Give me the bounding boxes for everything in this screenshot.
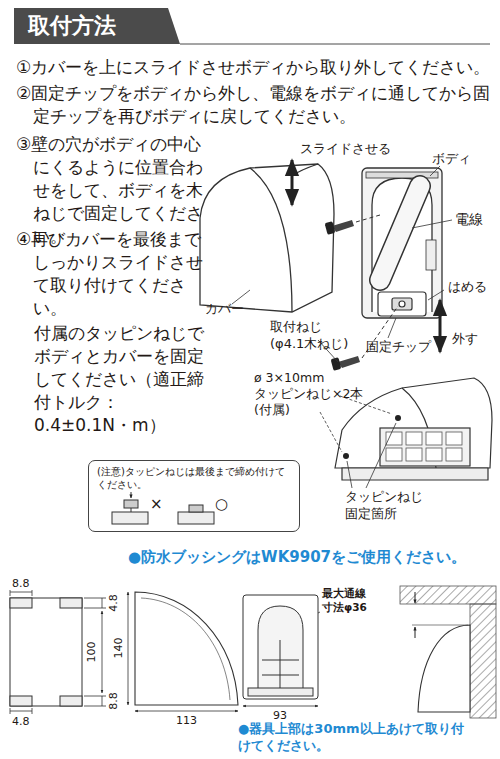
side-view-drawing [135,592,238,705]
grid-cell [426,432,442,445]
body-drawing [362,168,442,318]
mark-symbol: ○ [215,494,233,514]
grid-cell [446,448,462,461]
step-text: 付属のタッピンねじでボディとカバーを固定してください（適正締付トルク：0.4±0… [34,322,216,437]
dimension: 93 [273,709,297,723]
title: 取付方法 [28,11,116,41]
dimension: 8.8 [12,577,42,591]
remove-arrow [439,300,442,352]
part-label: ボディ [432,150,492,167]
cover-drawing [200,164,334,312]
part-label: ø 3×10mm タッピンねじ×2本 (付属) [254,370,376,418]
title-rule [180,44,490,45]
part-label: タッピンねじ 固定箇所 [345,488,435,522]
caution-box: (注意)タッピンねじは最後まで締め付けてください。 [88,460,300,532]
dimension-lines [10,590,320,714]
dimension: 8.8 [107,691,121,711]
grid-cell [406,448,422,461]
grid-cell [386,432,402,445]
note-text: ●防水ブッシングはWK9907をご使用ください。 [128,547,498,567]
note-text: ●器具上部は30mm以上あけて取り付けてください。 [238,720,466,754]
fixing-chip [378,292,426,316]
dimension: 4.8 [107,593,121,613]
part-label: スライドさせる [300,140,410,157]
dimension: 4.8 [12,715,42,729]
part-label: はめる [448,278,498,295]
grid-cell [386,448,402,461]
grid-cell [406,432,422,445]
step-text: ①カバーを上にスライドさせボディから取り外してください。 [16,56,500,79]
dimension: 140 [112,637,126,660]
part-label: 取付ねじ (φ4.1木ねじ) [270,318,370,352]
wire [380,186,420,280]
part-label: カバー [205,300,255,317]
front-view-drawing [243,595,318,699]
step-text: ④再びカバーを最後までしっかりスライドさせて取り付けてください。 [16,228,216,320]
dimension: 100 [85,641,99,664]
grid-cell [446,432,462,445]
tapping-screws [320,396,401,488]
slide-arrow [291,160,294,205]
caution-text: (注意)タッピンねじは最後まで締め付けてください。 [97,465,291,491]
wire-outline [380,186,420,280]
wall-mount-diagram [400,586,496,718]
grid-cell [426,448,442,461]
mark-symbol: × [150,494,168,514]
title-band [14,8,180,44]
dimension: 113 [176,714,206,728]
step-text: ②固定チップをボディから外し、電線をボディに通してから固定チップを再びボディに戻… [16,82,500,128]
dimension: 最大通線 寸法φ36 [322,586,384,614]
leader-lines [232,166,452,362]
body-grid [386,432,462,461]
part-label: 外す [452,330,492,347]
part-label: 固定チップ [366,338,441,355]
top-view-drawing [10,598,82,706]
caution-screws [112,492,214,524]
part-label: 電線 [455,210,495,228]
